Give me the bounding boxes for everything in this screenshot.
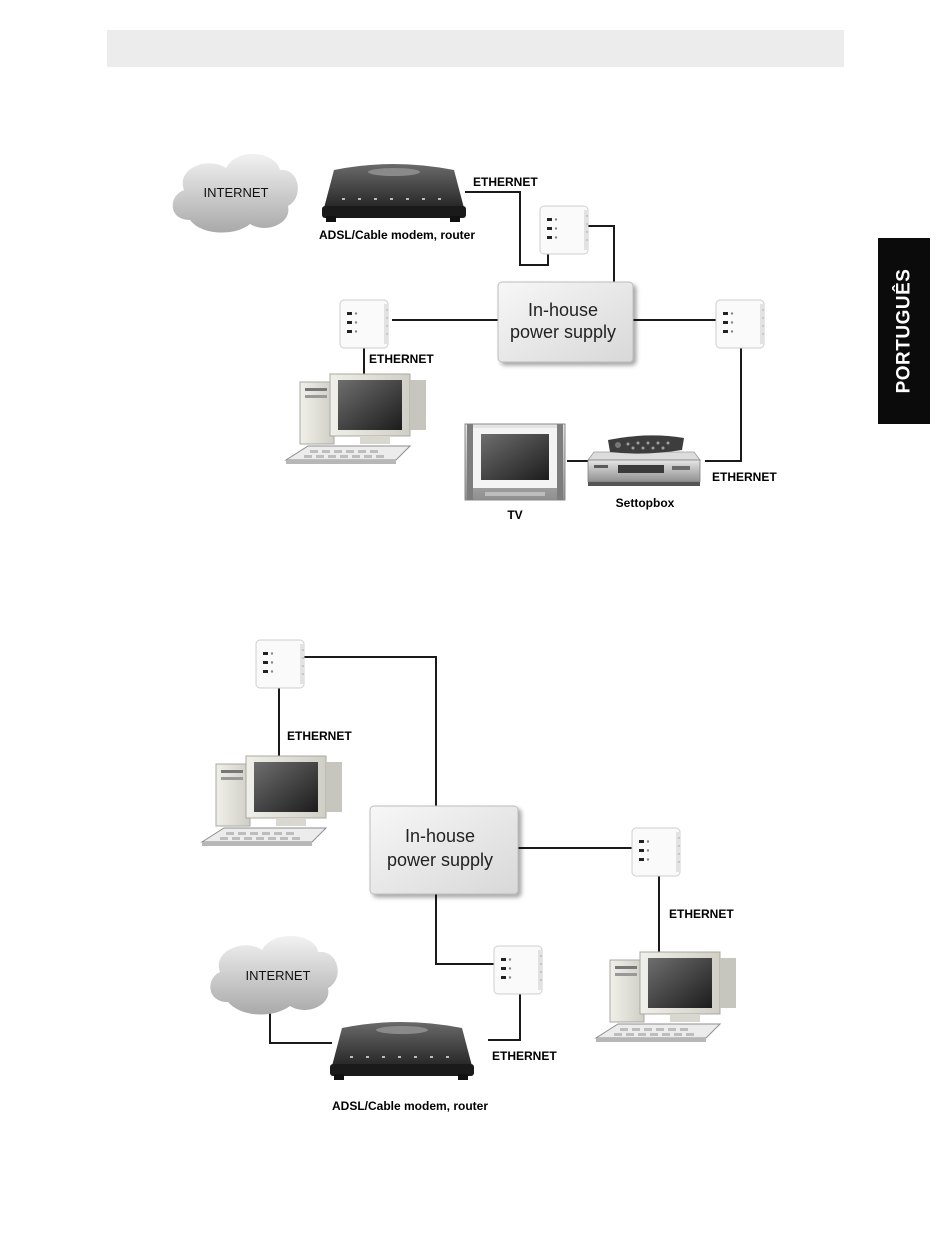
internet-cloud-label: INTERNET bbox=[204, 185, 269, 200]
desktop-computer-1 bbox=[202, 756, 342, 846]
adsl-modem-router-2 bbox=[330, 1022, 474, 1080]
desktop-computer bbox=[286, 374, 426, 464]
ethernet-label-modem-2: ETHERNET bbox=[492, 1049, 557, 1063]
settopbox-label: Settopbox bbox=[616, 496, 675, 510]
ethernet-label-pc1: ETHERNET bbox=[287, 729, 352, 743]
ethernet-label-stb: ETHERNET bbox=[712, 470, 777, 484]
ethernet-label-pc: ETHERNET bbox=[369, 352, 434, 366]
settopbox bbox=[588, 435, 700, 486]
powerline-adapter-modem bbox=[540, 206, 588, 254]
power-supply-label-line1: In-house bbox=[528, 300, 598, 320]
ethernet-label-modem: ETHERNET bbox=[473, 175, 538, 189]
tv-label: TV bbox=[507, 508, 522, 522]
diagram-1: INTERNET ADSL/Cable modem, router ETHERN… bbox=[173, 154, 778, 522]
powerline-adapter-modem-2 bbox=[494, 946, 542, 994]
diagram-2: ETHERNET In-house power supply ETHERNET … bbox=[202, 640, 736, 1113]
powerline-adapter-pc bbox=[340, 300, 388, 348]
adsl-modem-router bbox=[322, 164, 466, 222]
desktop-computer-2 bbox=[596, 952, 736, 1042]
power-supply-label-line1: In-house bbox=[405, 826, 475, 846]
ethernet-label-pc2: ETHERNET bbox=[669, 907, 734, 921]
tv-set bbox=[465, 424, 565, 500]
powerline-adapter-stb bbox=[716, 300, 764, 348]
modem-label: ADSL/Cable modem, router bbox=[319, 228, 475, 242]
modem-label-2: ADSL/Cable modem, router bbox=[332, 1099, 488, 1113]
power-supply-label-line2: power supply bbox=[387, 850, 493, 870]
powerline-adapter-pc1 bbox=[256, 640, 304, 688]
power-supply-label-line2: power supply bbox=[510, 322, 616, 342]
powerline-adapter-pc2 bbox=[632, 828, 680, 876]
internet-cloud-label: INTERNET bbox=[246, 968, 311, 983]
